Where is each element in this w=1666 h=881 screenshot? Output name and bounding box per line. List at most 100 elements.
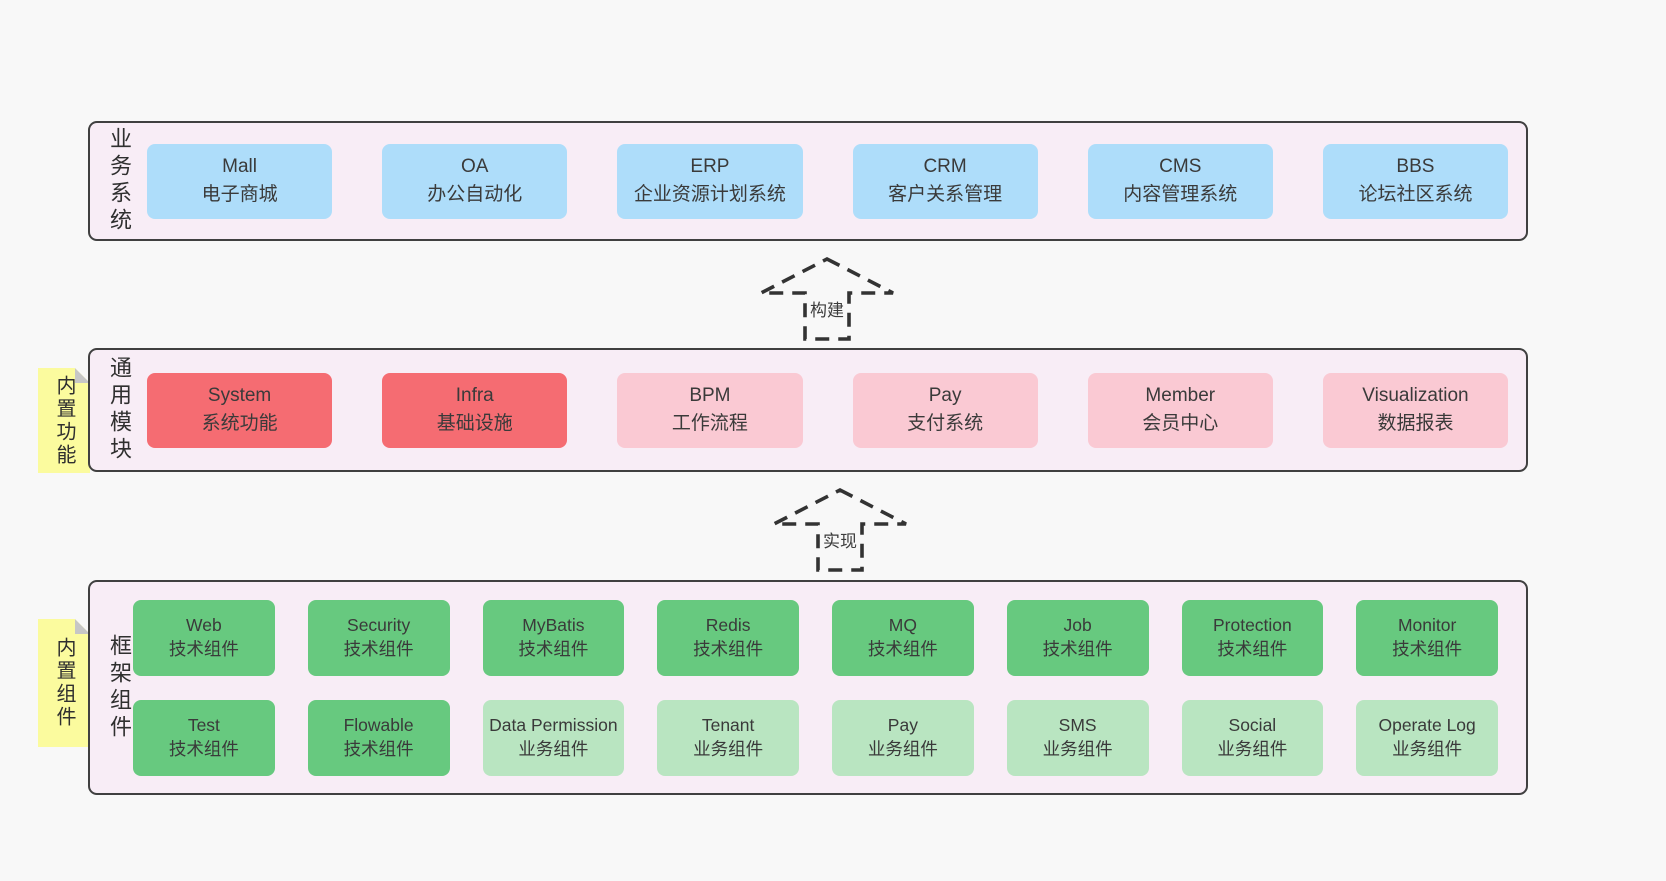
module-box-cms: CMS 内容管理系统: [1087, 143, 1273, 219]
layer-title: 业务系统: [107, 127, 132, 235]
arrow-label: 实现: [822, 527, 858, 552]
module-box-visualization: Visualization 数据报表: [1322, 372, 1509, 448]
module-desc: 技术组件: [1392, 638, 1463, 659]
module-desc: 工作流程: [671, 413, 748, 434]
module-desc: 技术组件: [168, 638, 239, 659]
module-desc: 技术组件: [1217, 638, 1288, 659]
module-desc: 业务组件: [693, 738, 764, 759]
module-desc: 业务组件: [1042, 738, 1113, 759]
module-name: CMS: [1159, 155, 1202, 177]
module-name: Security: [347, 615, 411, 636]
module-name: OA: [461, 155, 489, 177]
module-box-crm: CRM 客户关系管理: [852, 143, 1038, 219]
module-name: Mall: [222, 155, 257, 177]
up-arrow-dashed-icon: [760, 256, 894, 341]
module-name: BPM: [689, 384, 731, 406]
module-desc: 技术组件: [343, 638, 414, 659]
module-desc: 会员中心: [1142, 413, 1219, 434]
module-name: Web: [186, 615, 222, 636]
module-desc: 业务组件: [867, 738, 938, 759]
up-arrow-dashed-icon: [773, 487, 907, 572]
module-name: Protection: [1212, 615, 1292, 636]
module-desc: 技术组件: [1042, 638, 1113, 659]
arrow-build: 构建: [757, 256, 897, 342]
sticky-note-text: 内置组件: [53, 637, 75, 729]
module-name: Member: [1145, 384, 1216, 406]
module-name: Visualization: [1362, 384, 1469, 406]
module-desc: 技术组件: [693, 638, 764, 659]
module-box-system: System 系统功能: [147, 372, 333, 448]
module-name: System: [207, 384, 272, 406]
module-desc: 论坛社区系统: [1358, 184, 1473, 205]
module-box-mall: Mall 电子商城: [147, 143, 333, 219]
layer-title: 通用模块: [107, 356, 132, 464]
module-desc: 企业资源计划系统: [633, 184, 786, 205]
module-name: Pay: [887, 715, 918, 736]
module-desc: 基础设施: [436, 413, 513, 434]
module-name: BBS: [1396, 155, 1435, 177]
module-desc: 办公自动化: [427, 184, 523, 205]
module-name: Monitor: [1397, 615, 1457, 636]
arrow-implement: 实现: [770, 487, 910, 573]
module-desc: 业务组件: [1392, 738, 1463, 759]
module-desc: 系统功能: [201, 413, 278, 434]
arrow-label: 构建: [809, 296, 845, 321]
module-desc: 支付系统: [907, 413, 984, 434]
module-name: Social: [1228, 715, 1277, 736]
module-desc: 业务组件: [1217, 738, 1288, 759]
module-box-bbs: BBS 论坛社区系统: [1322, 143, 1509, 219]
sticky-note-text: 内置功能: [53, 374, 75, 467]
module-name: Pay: [928, 384, 962, 406]
module-box-oa: OA 办公自动化: [382, 143, 568, 219]
module-name: Redis: [705, 615, 751, 636]
module-desc: 技术组件: [867, 638, 938, 659]
module-desc: 客户关系管理: [888, 184, 1003, 205]
module-name: Infra: [455, 384, 494, 406]
module-box-member: Member 会员中心: [1087, 372, 1273, 448]
module-name: Tenant: [701, 715, 755, 736]
module-name: Flowable: [343, 715, 414, 736]
module-name: CRM: [923, 155, 967, 177]
module-desc: 技术组件: [518, 638, 589, 659]
module-name: Test: [187, 715, 220, 736]
layer-boxes: System 系统功能 Infra 基础设施 BPM 工作流程 Pay 支付系统 Member 会…: [130, 350, 1526, 470]
module-desc: 技术组件: [168, 738, 239, 759]
module-name: MQ: [888, 615, 917, 636]
module-name: MyBatis: [522, 615, 585, 636]
module-desc: 技术组件: [343, 738, 414, 759]
module-name: Operate Log: [1378, 715, 1476, 736]
module-desc: 内容管理系统: [1123, 184, 1238, 205]
module-desc: 业务组件: [518, 738, 589, 759]
module-box-bpm: BPM 工作流程: [617, 372, 803, 448]
module-name: Data Permission: [489, 715, 618, 736]
layer-common-modules: 通用模块 System 系统功能 Infra 基础设施 BPM 工作流程 Pay 支付系统 Me…: [88, 348, 1528, 472]
module-name: SMS: [1058, 715, 1097, 736]
module-desc: 电子商城: [201, 184, 278, 205]
module-box-infra: Infra 基础设施: [382, 372, 568, 448]
module-desc: 数据报表: [1377, 413, 1454, 434]
module-name: Job: [1063, 615, 1092, 636]
sticky-note-built-in-components: 内置组件: [38, 619, 90, 747]
module-box-pay: Pay 支付系统: [852, 372, 1038, 448]
